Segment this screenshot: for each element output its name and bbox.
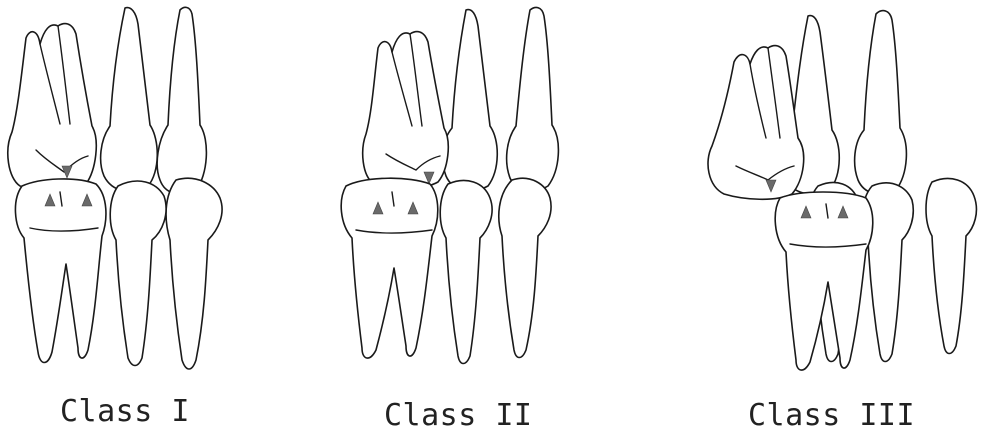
class-i-lower-premolar: [110, 181, 166, 365]
class-iii-label: Class III: [748, 398, 915, 433]
class-i-lower-molar: [15, 179, 106, 363]
class-ii-upper-canine: [507, 8, 559, 192]
class-i-upper-canine: [157, 7, 206, 194]
class-iii-upper-canine: [855, 11, 907, 194]
class-ii-label: Class II: [384, 398, 533, 433]
class-ii-lower-molar: [341, 178, 438, 358]
class-iii-upper-molar: [708, 46, 804, 200]
class-ii-lower-canine: [499, 178, 551, 357]
class-ii-lower-premolar: [440, 180, 492, 363]
class-iii-lower-premolar-2: [926, 178, 976, 353]
class-i-upper-premolar: [101, 8, 158, 192]
class-ii-teeth: [341, 8, 558, 364]
class-ii-upper-premolar: [443, 10, 498, 191]
class-i-teeth: [8, 7, 222, 369]
class-i-upper-molar: [8, 24, 96, 191]
class-i-label: Class I: [60, 394, 190, 429]
class-iii-teeth: [708, 11, 976, 370]
class-i-lower-canine: [166, 178, 222, 369]
